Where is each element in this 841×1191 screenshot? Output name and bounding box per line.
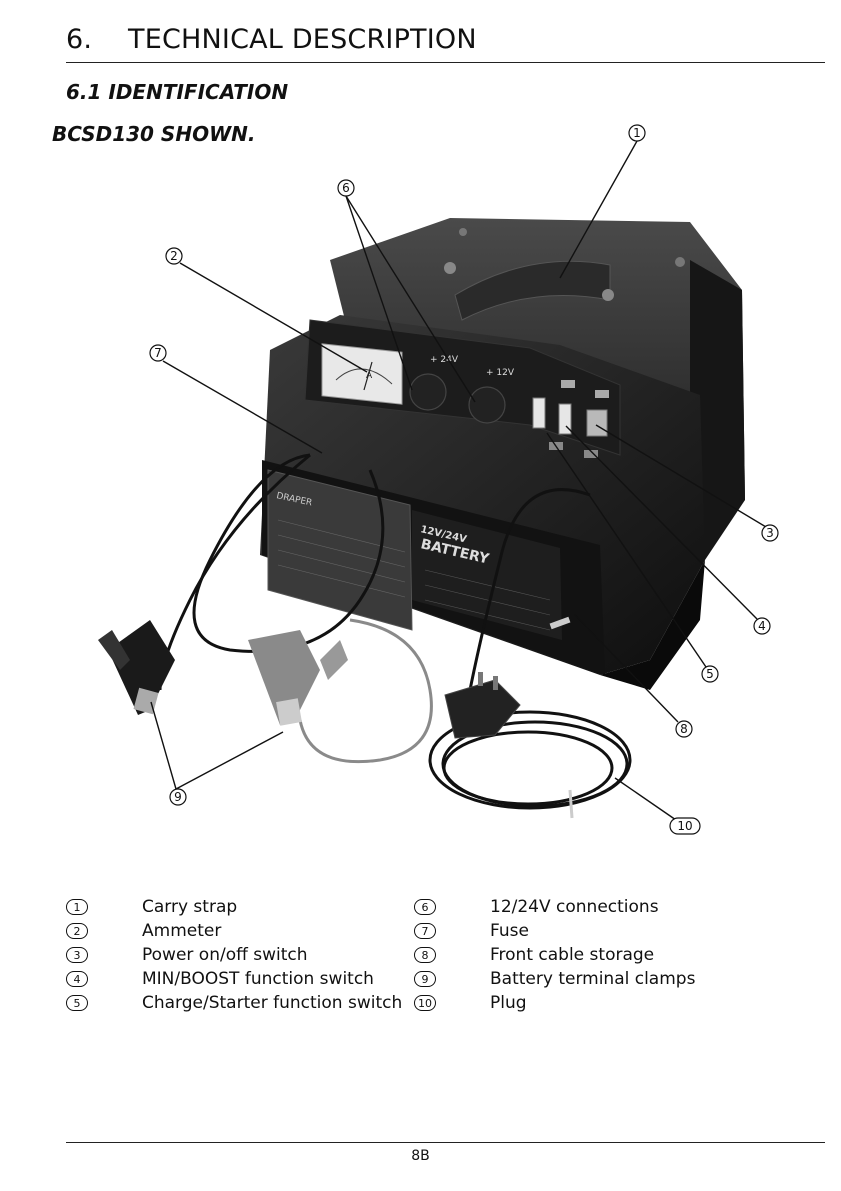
legend-number: 10	[414, 995, 436, 1011]
page-number: 8B	[411, 1148, 430, 1164]
svg-text:5: 5	[706, 667, 714, 681]
section-title-text: TECHNICAL DESCRIPTION	[128, 24, 477, 55]
legend-label: Battery terminal clamps	[490, 969, 696, 989]
legend-number: 9	[414, 971, 436, 987]
legend-number: 1	[66, 899, 88, 915]
legend-number: 7	[414, 923, 436, 939]
legend-number: 4	[66, 971, 88, 987]
legend-item: 3 Power on/off switch	[66, 943, 406, 967]
legend-number: 5	[66, 995, 88, 1011]
legend-label: 12/24V connections	[490, 897, 659, 917]
legend-label: Front cable storage	[490, 945, 655, 965]
svg-text:6: 6	[342, 181, 350, 195]
section-title: 6. TECHNICAL DESCRIPTION	[66, 24, 477, 55]
power-switch	[586, 409, 608, 437]
header-rule	[66, 62, 825, 63]
callout-9: 9	[169, 788, 187, 806]
legend-item: 4 MIN/BOOST function switch	[66, 967, 406, 991]
callouts: 1 6 2 7 3 4 5 8 9 10	[149, 124, 779, 835]
callout-7: 7	[149, 344, 167, 362]
model-note: BCSD130 SHOWN.	[52, 122, 256, 146]
callout-1: 1	[628, 124, 646, 142]
legend-item: 8 Front cable storage	[414, 943, 754, 967]
cables	[158, 453, 632, 819]
meter-label: A	[366, 371, 373, 381]
clamp-black	[98, 620, 175, 715]
svg-text:1: 1	[633, 126, 641, 140]
legend-right: 6 12/24V connections 7 Fuse 8 Front cable s…	[414, 895, 754, 1015]
svg-text:8: 8	[680, 722, 688, 736]
legend-item: 2 Ammeter	[66, 919, 406, 943]
label-12v: + 12V	[486, 368, 515, 378]
connection-knob-12v	[468, 386, 506, 424]
callout-6: 6	[337, 179, 355, 197]
callout-5: 5	[701, 665, 719, 683]
legend-label: MIN/BOOST function switch	[142, 969, 374, 989]
connection-knob-24v	[409, 373, 447, 411]
legend-number: 6	[414, 899, 436, 915]
svg-text:7: 7	[154, 346, 162, 360]
legend-label: Ammeter	[142, 921, 222, 941]
legend-left: 1 Carry strap 2 Ammeter 3 Power on/off swit…	[66, 895, 406, 1015]
svg-text:4: 4	[758, 619, 766, 633]
callout-10: 10	[669, 817, 701, 835]
svg-text:10: 10	[677, 819, 692, 833]
plug	[444, 672, 521, 739]
footer-rule	[66, 1142, 825, 1143]
clamp-grey	[248, 630, 348, 726]
legend-item: 7 Fuse	[414, 919, 754, 943]
callout-4: 4	[753, 617, 771, 635]
charger-body: A + 24V + 12V DRAPER 12V/24V BATTERY	[260, 218, 745, 690]
legend-label: Carry strap	[142, 897, 238, 917]
label-24v: + 24V	[430, 355, 459, 365]
callout-2: 2	[165, 247, 183, 265]
legend-number: 8	[414, 947, 436, 963]
svg-text:9: 9	[174, 790, 182, 804]
legend-label: Fuse	[490, 921, 529, 941]
legend-label: Plug	[490, 993, 527, 1013]
legend-item: 10 Plug	[414, 991, 754, 1015]
legend-item: 6 12/24V connections	[414, 895, 754, 919]
callout-3: 3	[761, 524, 779, 542]
legend-label: Charge/Starter function switch	[142, 993, 403, 1013]
callout-8: 8	[675, 720, 693, 738]
legend-item: 9 Battery terminal clamps	[414, 967, 754, 991]
charge-starter-switch	[532, 397, 546, 429]
min-boost-switch	[558, 403, 572, 435]
legend-number: 3	[66, 947, 88, 963]
legend-label: Power on/off switch	[142, 945, 308, 965]
section-number: 6.	[66, 24, 93, 55]
charger-figure: A + 24V + 12V DRAPER 12V/24V BATTERY	[98, 124, 779, 835]
legend-item: 1 Carry strap	[66, 895, 406, 919]
legend-number: 2	[66, 923, 88, 939]
svg-text:2: 2	[170, 249, 178, 263]
svg-text:3: 3	[766, 526, 774, 540]
legend-item: 5 Charge/Starter function switch	[66, 991, 406, 1015]
callout-lines	[150, 140, 767, 821]
subsection-title: 6.1 IDENTIFICATION	[66, 80, 289, 104]
